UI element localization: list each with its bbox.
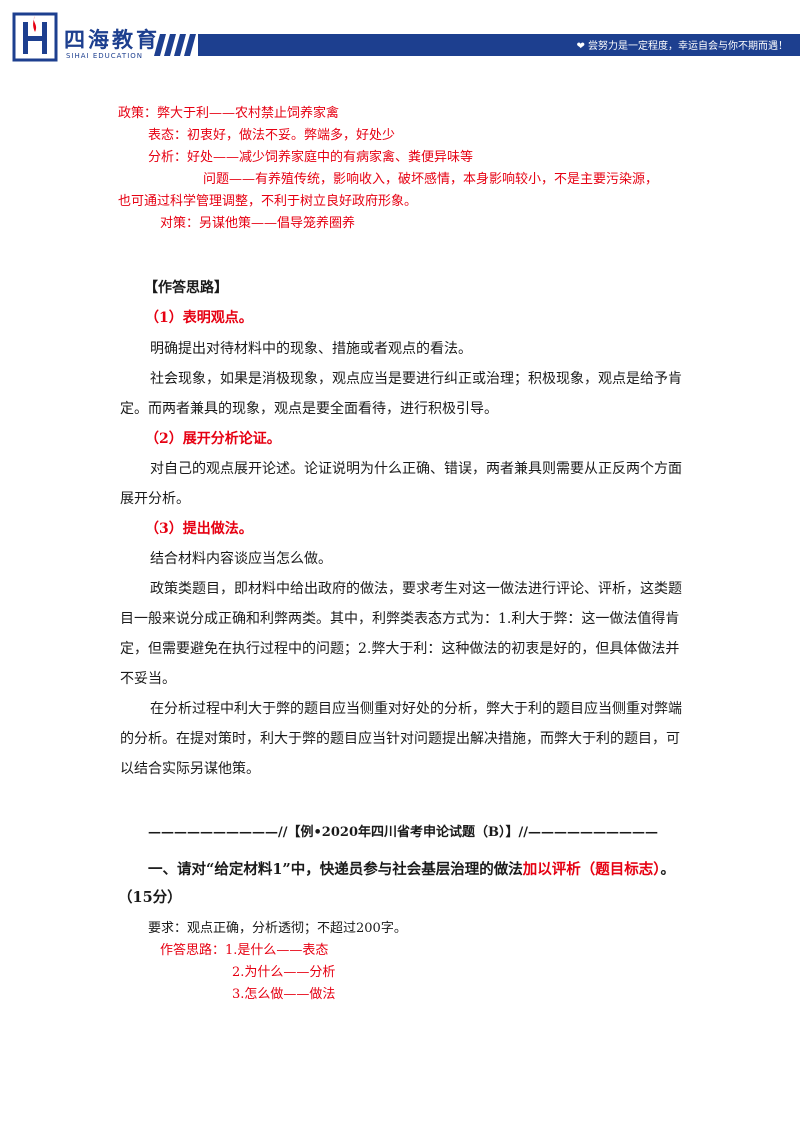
idea-step2: 2.为什么——分析: [232, 965, 336, 980]
note-countermeasure: 对策：另谋他策——倡导笼养圈养: [160, 216, 356, 231]
example-question: 一、请对“给定材料1”中，快递员参与社会基层治理的做法加以评析（题目标志）。: [148, 858, 675, 879]
step1-paragraph: 明确提出对待材料中的现象、措施或者观点的看法。: [150, 341, 472, 357]
step1-title: （1）表明观点。: [145, 310, 253, 326]
step3-paragraph3-line1: 在分析过程中利大于弊的题目应当侧重对好处的分析，弊大于利的题目应当侧重对弊端: [150, 701, 682, 717]
question-requirement: 要求：观点正确，分析透彻；不超过200字。: [148, 921, 407, 936]
question-text: 一、请对“给定材料1”中，快递员参与社会基层治理的做法: [148, 861, 523, 878]
step3-paragraph2-line4: 不妥当。: [120, 671, 176, 687]
note-stance: 表态：初衷好，做法不妥。弊端多，好处少: [148, 128, 396, 143]
section-title: 【作答思路】: [144, 280, 228, 296]
sihai-logo-icon: [12, 12, 58, 62]
example-separator: ——————————//【例•2020年四川省考申论试题（B）】//——————…: [148, 825, 658, 840]
step1-paragraph2-line1: 社会现象，如果是消极现象，观点应当是要进行纠正或治理；积极现象，观点是给予肯: [150, 371, 682, 387]
step3-paragraph2-line3: 定，但需要避免在执行过程中的问题；2.弊大于利：这种做法的初衷是好的，但具体做法…: [120, 641, 680, 657]
step1-paragraph2-line2: 定。而两者兼具的现象，观点是要全面看待，进行积极引导。: [120, 401, 498, 417]
note-problem-cont: 也可通过科学管理调整，不利于树立良好政府形象。: [118, 194, 418, 209]
brand-name-english: SIHAI EDUCATION: [66, 52, 144, 60]
note-policy: 政策：弊大于利——农村禁止饲养家禽: [118, 106, 340, 121]
step3-title: （3）提出做法。: [145, 521, 253, 537]
step3-paragraph1: 结合材料内容谈应当怎么做。: [150, 551, 332, 567]
step2-paragraph-line2: 展开分析。: [120, 491, 190, 507]
idea-step1: 作答思路：1.是什么——表态: [160, 943, 329, 958]
step2-paragraph-line1: 对自己的观点展开论述。论证说明为什么正确、错误，两者兼具则需要从正反两个方面: [150, 461, 682, 477]
header-banner: [198, 34, 800, 56]
page-header: 四海教育 SIHAI EDUCATION ❤ 尝努力是一定程度，幸运自会与你不期…: [0, 0, 800, 70]
decorative-stripes: [154, 34, 196, 56]
brand-name: 四海教育: [64, 28, 160, 52]
step3-paragraph3-line3: 以结合实际另谋他策。: [120, 761, 260, 777]
note-analysis: 分析：好处——减少饲养家庭中的有病家禽、粪便异味等: [148, 150, 474, 165]
step2-title: （2）展开分析论证。: [145, 431, 281, 447]
step3-paragraph2-line2: 目一般来说分成正确和利弊两类。其中，利弊类表态方式为：1.利大于弊：这一做法值得…: [120, 611, 680, 627]
step3-paragraph3-line2: 的分析。在提对策时，利大于弊的题目应当针对问题提出解决措施，而弊大于利的题目，可: [120, 731, 680, 747]
step3-paragraph2-line1: 政策类题目，即材料中给出政府的做法，要求考生对这一做法进行评论、评析，这类题: [150, 581, 682, 597]
note-problem: 问题——有养殖传统，影响收入，破坏感情，本身影响较小，不是主要污染源，: [203, 172, 659, 187]
question-end: 。: [660, 861, 676, 878]
question-score: （15分）: [118, 889, 182, 906]
header-slogan: ❤ 尝努力是一定程度，幸运自会与你不期而遇！: [576, 41, 788, 52]
idea-step3: 3.怎么做——做法: [232, 987, 336, 1002]
question-highlight: 加以评析（题目标志）: [522, 861, 661, 878]
